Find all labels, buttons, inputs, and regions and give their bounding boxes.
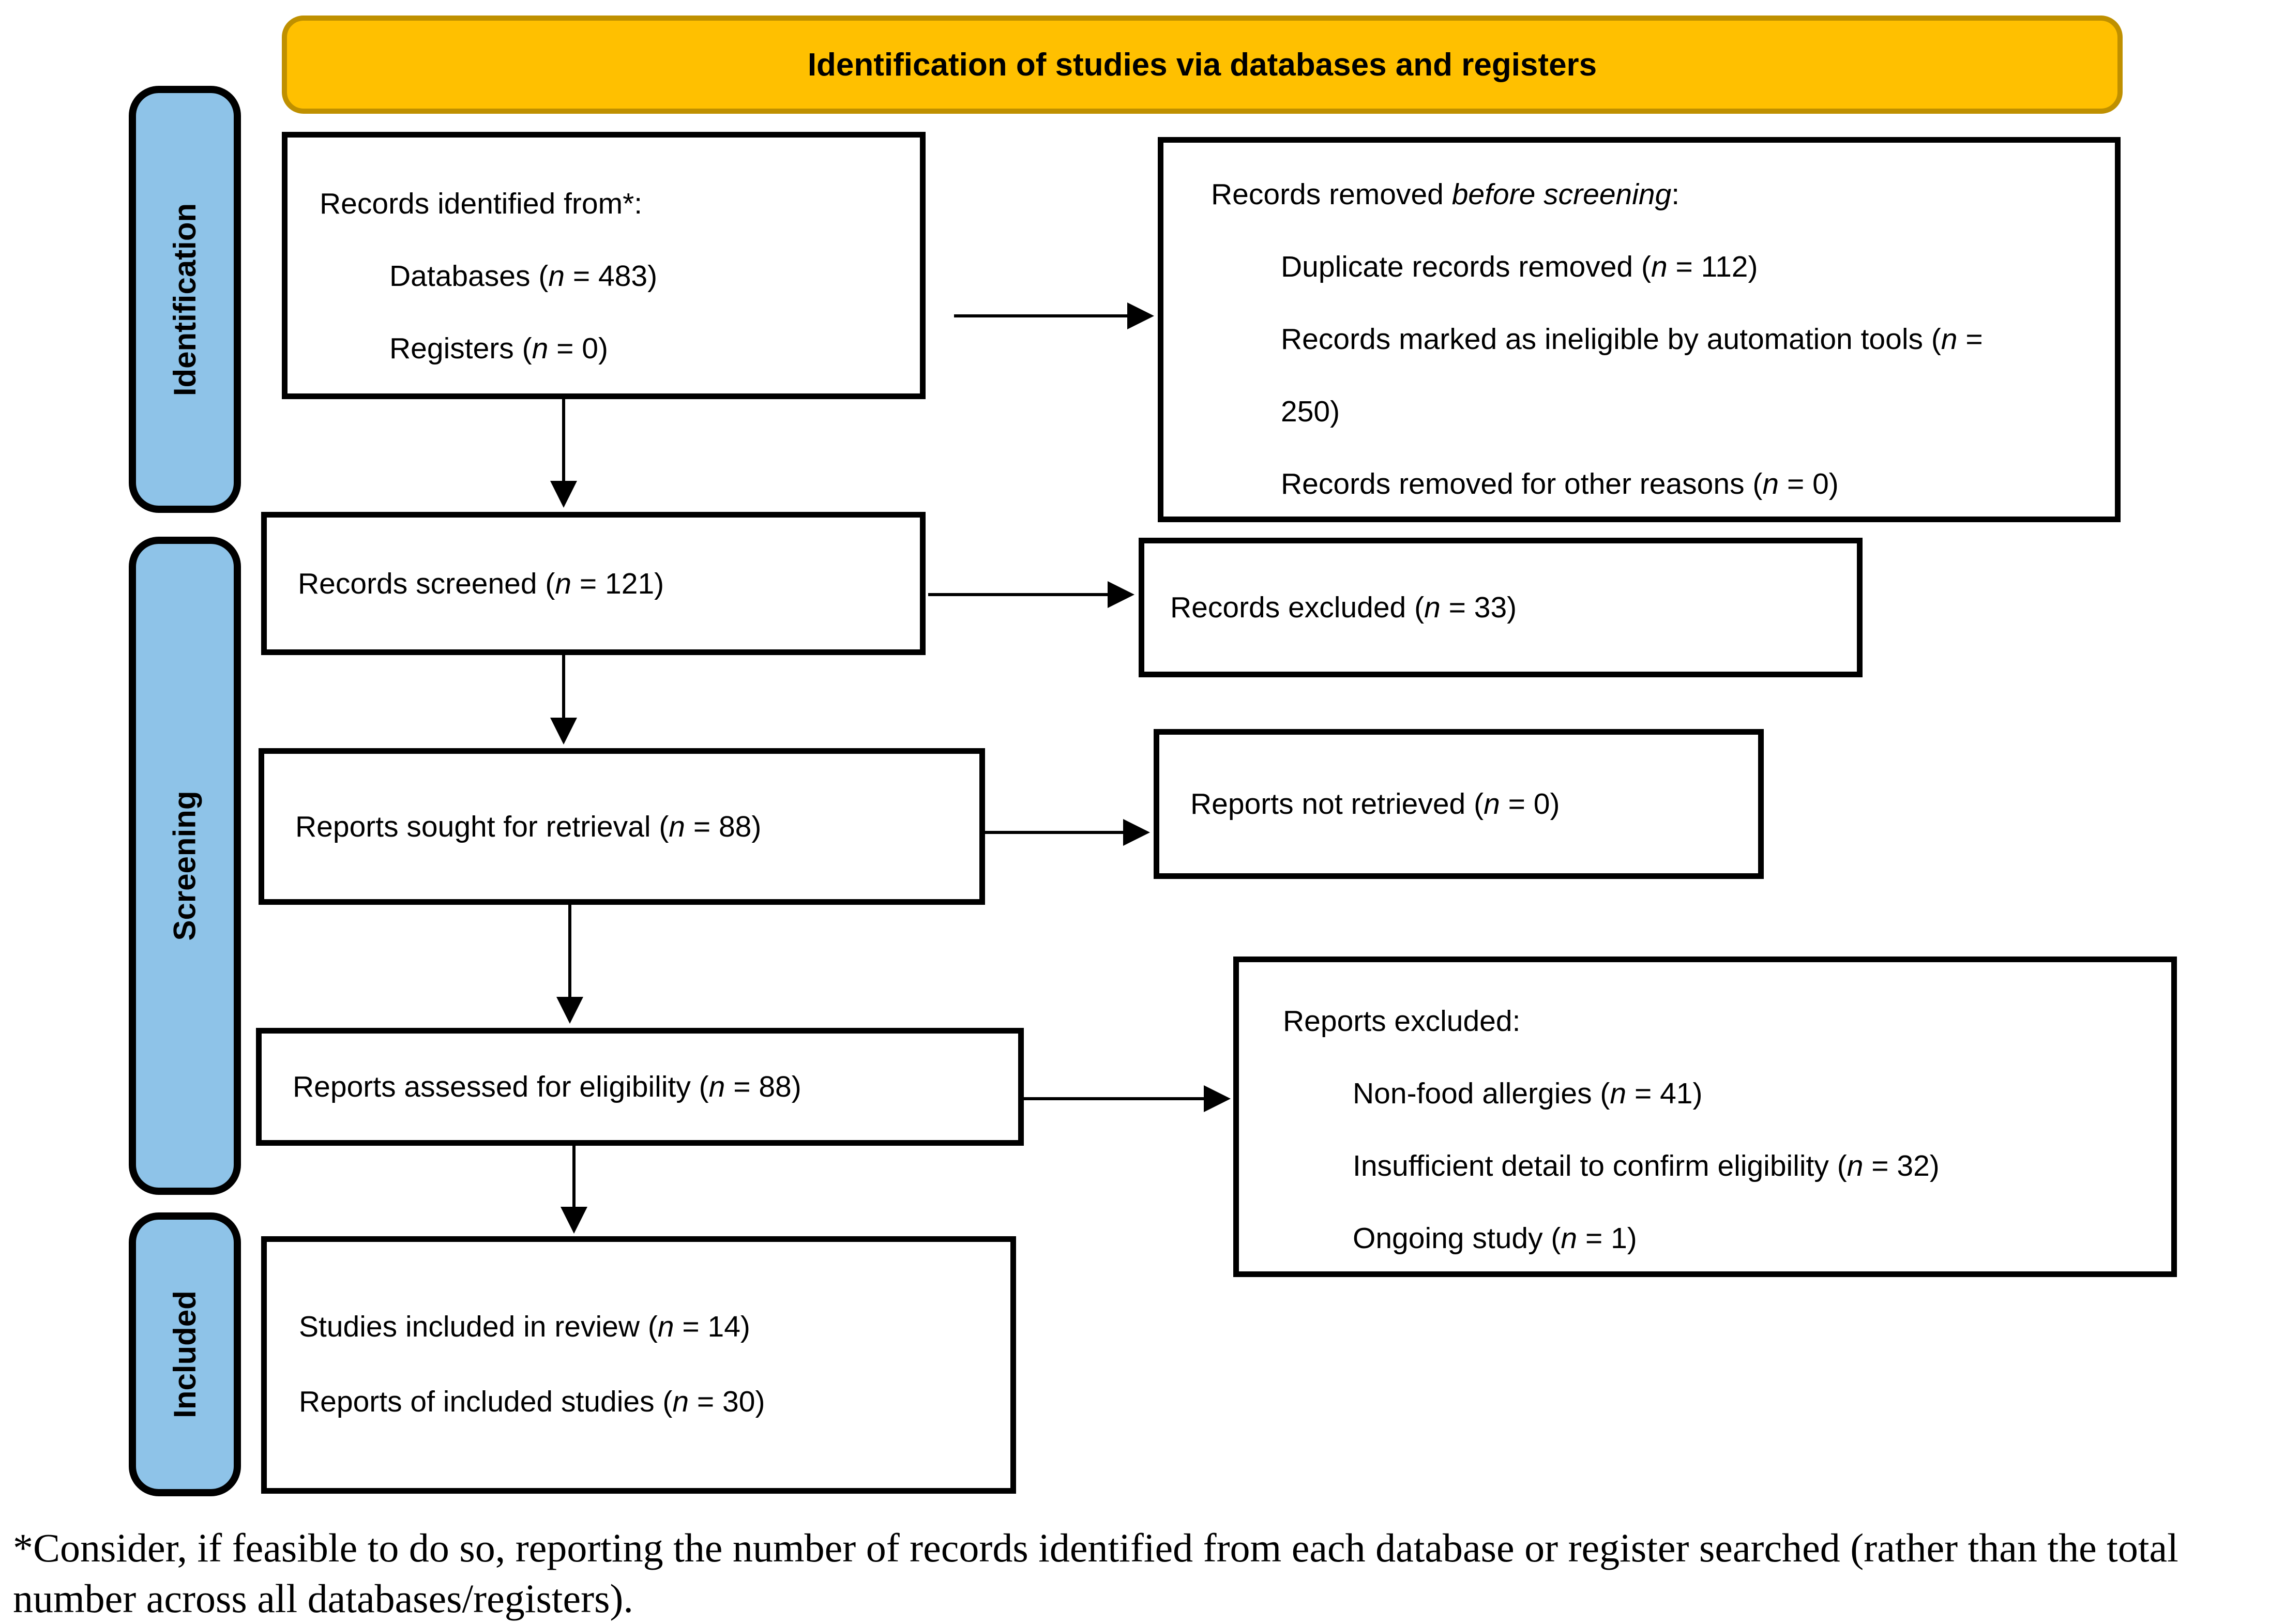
box-line: Reports not retrieved (n = 0) <box>1190 787 1560 821</box>
box-records-screened: Records screened (n = 121) <box>261 512 926 655</box>
arrow-identified-to-removed-head <box>1127 302 1154 329</box>
box-line: 250) <box>1281 395 1340 428</box>
box-line: Records removed for other reasons (n = 0… <box>1281 467 1839 500</box>
arrow-screened-to-excluded-line <box>928 593 1108 596</box>
box-records-excluded: Records excluded (n = 33) <box>1139 538 1863 677</box>
box-line: Insufficient detail to confirm eligibili… <box>1353 1149 1940 1182</box>
box-line: Reports excluded: <box>1283 1005 1521 1038</box>
arrow-assessed-to-excluded-head <box>1204 1085 1231 1112</box>
stage-included: Included <box>129 1212 241 1496</box>
box-line: Records removed before screening: <box>1211 178 1680 211</box>
box-records-removed: Records removed before screening: Duplica… <box>1158 137 2121 522</box>
arrow-sought-to-notretrieved-head <box>1123 819 1150 846</box>
banner-title: Identification of studies via databases … <box>807 47 1597 83</box>
footnote: *Consider, if feasible to do so, reporti… <box>13 1525 2178 1621</box>
box-line: Reports sought for retrieval (n = 88) <box>295 810 762 843</box>
arrow-screened-to-sought-line <box>562 653 565 718</box>
arrow-assessed-to-excluded-line <box>1024 1097 1204 1100</box>
box-line: Records screened (n = 121) <box>298 567 664 600</box>
box-line: Studies included in review (n = 14) <box>299 1310 750 1343</box>
stage-included-label: Included <box>168 1291 202 1418</box>
box-reports-not-retrieved: Reports not retrieved (n = 0) <box>1154 729 1764 879</box>
box-line: Duplicate records removed (n = 112) <box>1281 250 1758 283</box>
stage-screening: Screening <box>129 537 241 1195</box>
banner: Identification of studies via databases … <box>282 16 2123 114</box>
arrow-assessed-to-included-head <box>561 1207 587 1234</box>
box-reports-sought: Reports sought for retrieval (n = 88) <box>259 748 985 905</box>
box-line: Non-food allergies (n = 41) <box>1353 1077 1703 1110</box>
arrow-screened-to-excluded-head <box>1108 581 1134 608</box>
box-line: Databases (n = 483) <box>389 260 658 293</box>
stage-identification-label: Identification <box>168 203 202 396</box>
arrow-identified-to-screened-line <box>562 399 565 481</box>
arrow-sought-to-assessed-line <box>568 905 571 997</box>
arrow-sought-to-assessed-head <box>556 997 583 1024</box>
box-reports-excluded: Reports excluded: Non-food allergies (n =… <box>1233 957 2177 1277</box>
box-line: Records identified from*: <box>320 187 643 220</box>
arrow-identified-to-removed-line <box>954 314 1127 317</box>
stage-identification: Identification <box>129 86 241 513</box>
arrow-assessed-to-included-line <box>572 1146 576 1207</box>
box-line: Ongoing study (n = 1) <box>1353 1222 1637 1255</box>
box-studies-included: Studies included in review (n = 14) Repor… <box>261 1236 1016 1494</box>
box-records-identified: Records identified from*: Databases (n = … <box>282 132 926 399</box>
arrow-sought-to-notretrieved-line <box>985 831 1123 834</box>
box-line: Registers (n = 0) <box>389 332 608 365</box>
box-line: Records marked as ineligible by automati… <box>1281 323 1983 356</box>
arrow-screened-to-sought-head <box>550 718 577 745</box>
box-line: Reports assessed for eligibility (n = 88… <box>293 1070 801 1103</box>
arrow-identified-to-screened-head <box>550 481 577 508</box>
stage-screening-label: Screening <box>168 791 203 941</box>
box-line: Reports of included studies (n = 30) <box>299 1385 765 1418</box>
box-line: Records excluded (n = 33) <box>1170 591 1517 624</box>
box-reports-assessed: Reports assessed for eligibility (n = 88… <box>256 1028 1024 1146</box>
